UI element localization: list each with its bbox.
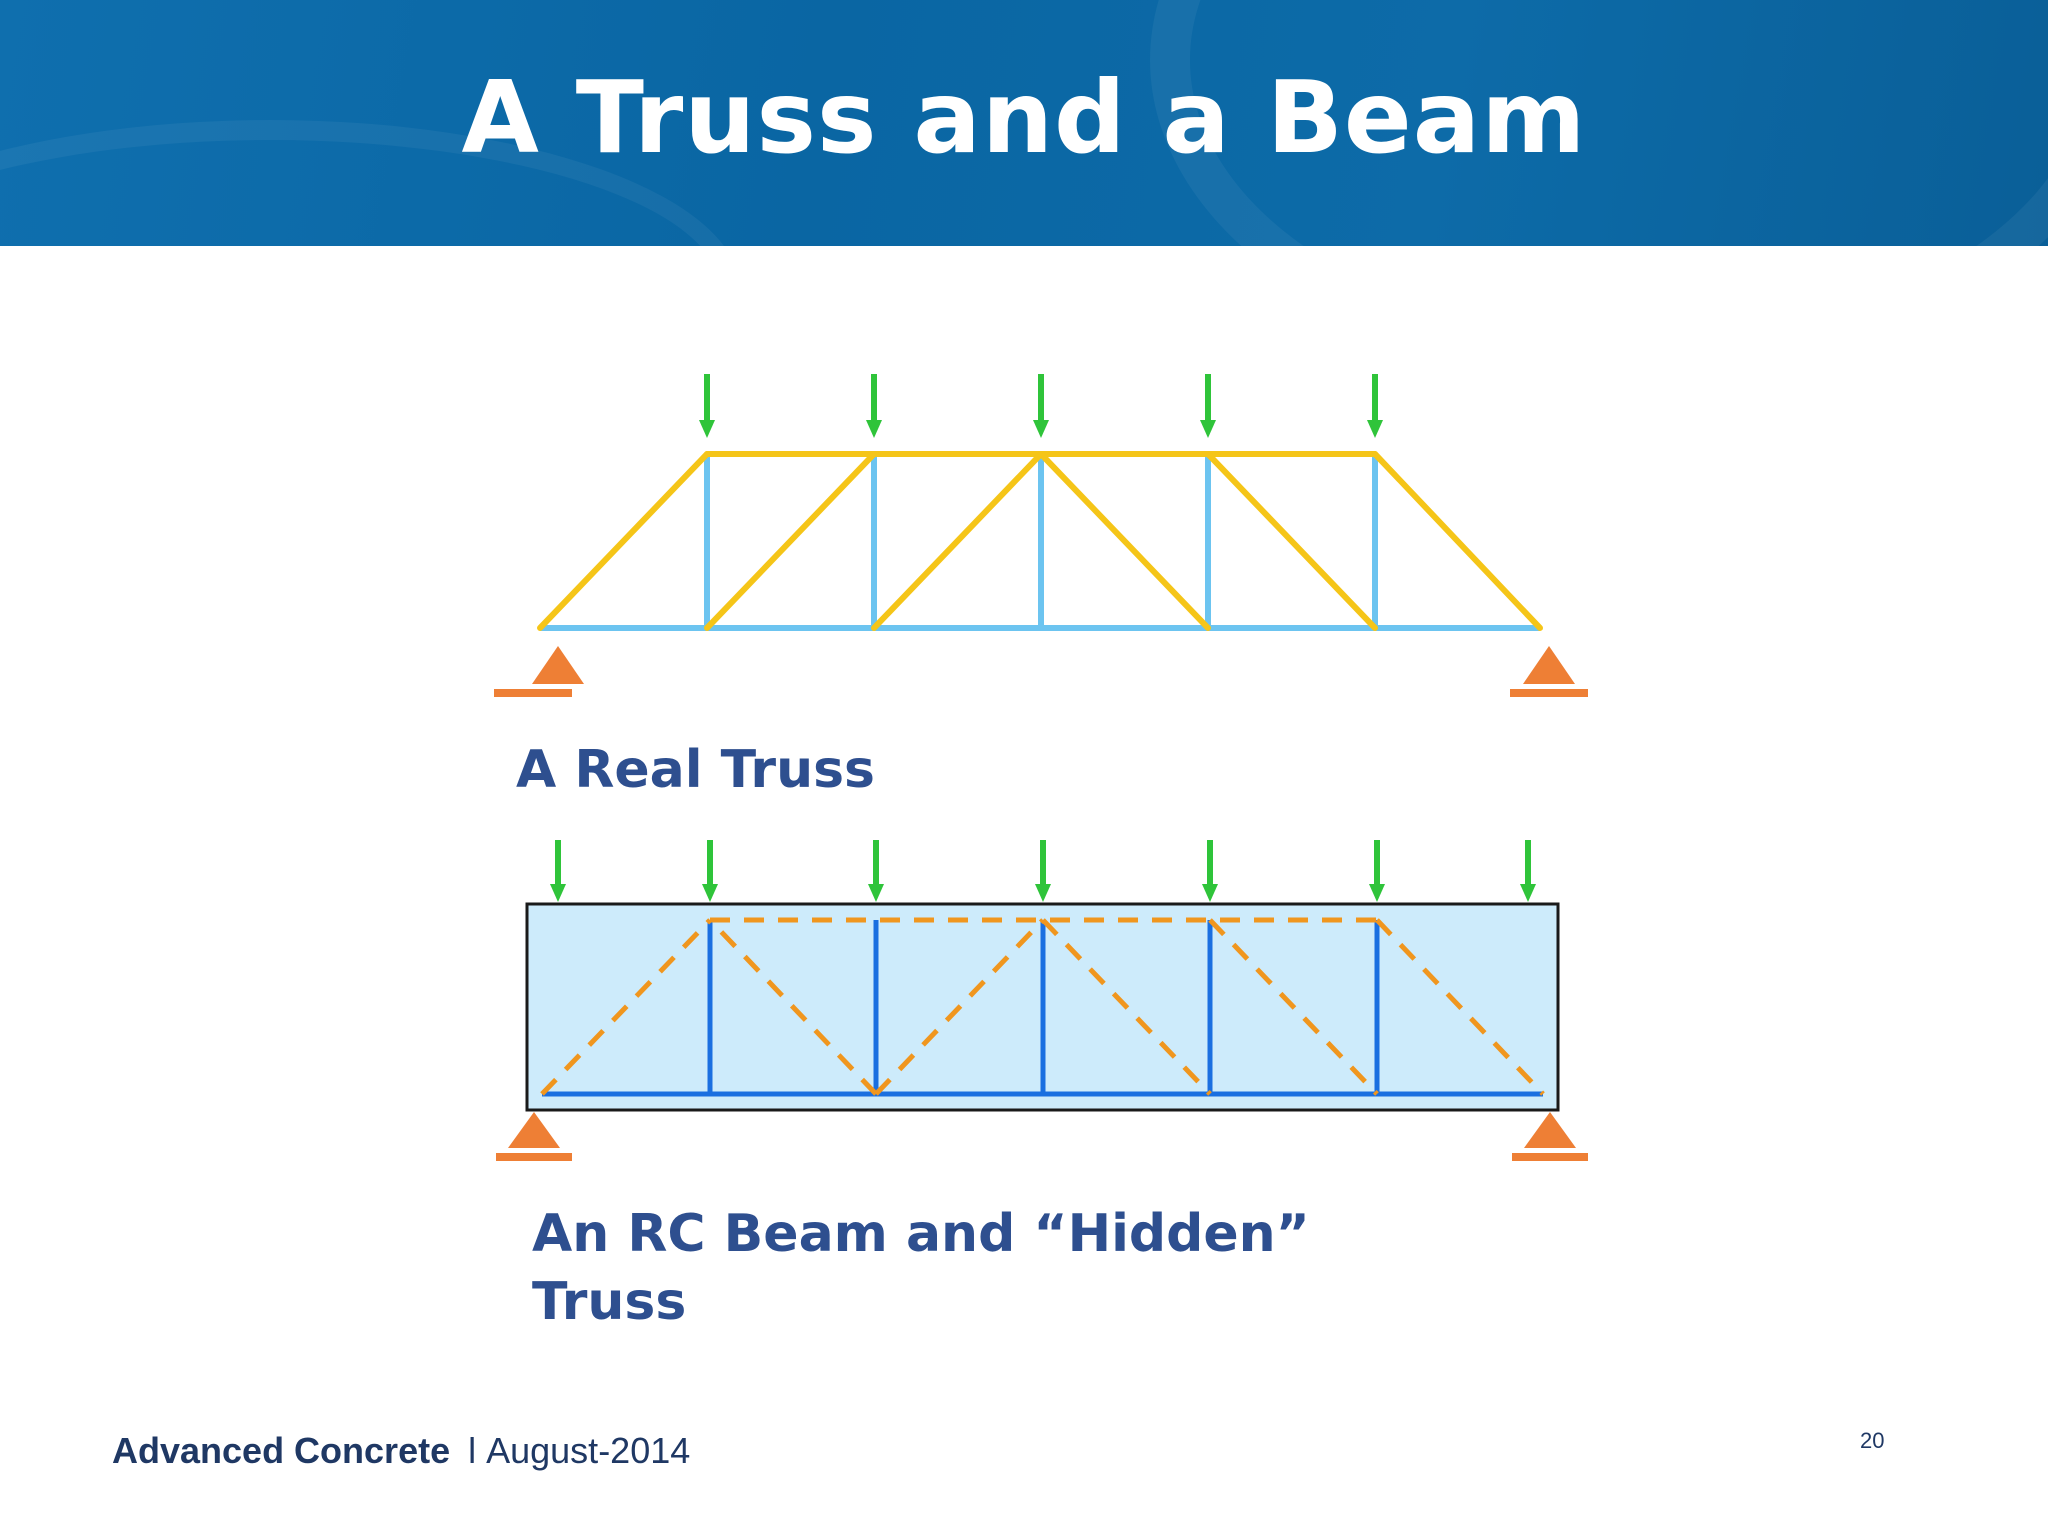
- down-arrow-icon: [1202, 840, 1218, 902]
- truss-diagonal: [871, 451, 1044, 631]
- down-arrow-icon: [1200, 374, 1216, 438]
- down-arrow-icon: [1035, 840, 1051, 902]
- pin-support-triangle-icon: [1510, 646, 1588, 697]
- down-arrow-icon: [699, 374, 715, 438]
- real-truss-caption: A Real Truss: [516, 740, 875, 800]
- page-number: 20: [1860, 1428, 1885, 1453]
- beam-diagonal-strut: [708, 918, 878, 1096]
- down-arrow-icon: [868, 840, 884, 902]
- truss-verticals: [704, 454, 1378, 628]
- rc-beam-caption-line: An RC Beam and “Hidden”: [532, 1204, 1310, 1264]
- truss-compression-members: [537, 451, 1543, 631]
- truss-end-diagonal: [537, 451, 710, 631]
- rc-beam: [496, 840, 1588, 1161]
- footer-separator: l: [468, 1430, 477, 1471]
- pin-support-triangle-icon: [496, 1112, 572, 1161]
- truss-loads: [699, 374, 1383, 438]
- footer-course-name: Advanced Concrete: [112, 1430, 451, 1471]
- down-arrow-icon: [1367, 374, 1383, 438]
- down-arrow-icon: [1033, 374, 1049, 438]
- down-arrow-icon: [1369, 840, 1385, 902]
- rc-beam-caption-line: Truss: [532, 1272, 687, 1332]
- footer-date: August-2014: [486, 1430, 691, 1471]
- truss-diagonal: [1205, 451, 1378, 631]
- rc-beam-caption: An RC Beam and “Hidden” Truss: [532, 1200, 1432, 1336]
- truss-diagonal: [1038, 451, 1211, 631]
- beam-end-strut: [540, 918, 712, 1096]
- slide-title: A Truss and a Beam: [461, 59, 1587, 176]
- truss-diagonal: [704, 451, 877, 631]
- beam-end-strut: [1375, 918, 1545, 1096]
- beam-loads: [550, 840, 1536, 902]
- beam-compression-struts: [540, 917, 1545, 1096]
- pin-support-triangle-icon: [494, 646, 584, 697]
- beam-diagonal-strut: [874, 918, 1045, 1096]
- beam-diagonal-strut: [1208, 918, 1379, 1096]
- pin-support-triangle-icon: [1512, 1112, 1588, 1161]
- title-banner: A Truss and a Beam: [0, 0, 2048, 246]
- truss-end-diagonal: [1372, 451, 1543, 631]
- down-arrow-icon: [866, 374, 882, 438]
- real-truss: [494, 374, 1588, 697]
- down-arrow-icon: [1520, 840, 1536, 902]
- beam-diagonal-strut: [1041, 918, 1212, 1096]
- down-arrow-icon: [702, 840, 718, 902]
- down-arrow-icon: [550, 840, 566, 902]
